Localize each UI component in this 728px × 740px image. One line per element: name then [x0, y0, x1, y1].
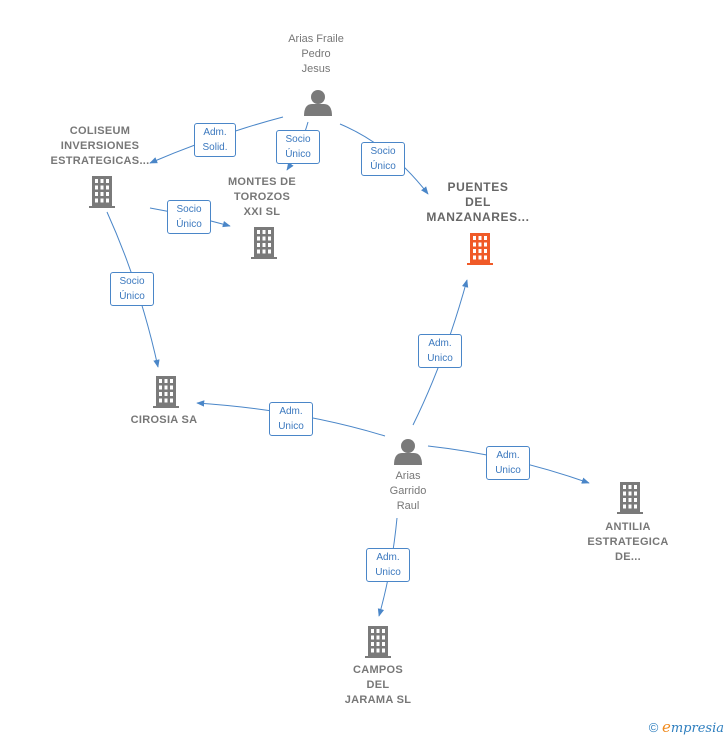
edge-badge-coliseum-montes[interactable]: Socio Único: [167, 200, 211, 234]
edge-badge-garrido-cirosia[interactable]: Adm. Unico: [269, 402, 313, 436]
node-label-arias-fraile[interactable]: Arias Fraile Pedro Jesus: [288, 33, 344, 75]
edge-badge-coliseum-cirosia[interactable]: Socio Único: [110, 272, 154, 306]
person-icon[interactable]: [304, 90, 332, 116]
edge-badge-fraile-puentes[interactable]: Socio Único: [361, 142, 405, 176]
edge-badge-fraile-coliseum[interactable]: Adm. Solid.: [194, 123, 236, 157]
building-icon[interactable]: [89, 176, 115, 208]
person-icon[interactable]: [394, 439, 422, 465]
node-label-cirosia[interactable]: CIROSIA SA: [130, 414, 198, 426]
node-label-montes[interactable]: MONTES DE TOROZOS XXI SL: [227, 176, 297, 218]
edge-badge-garrido-antilia[interactable]: Adm. Unico: [486, 446, 530, 480]
node-label-puentes[interactable]: PUENTES DEL MANZANARES...: [426, 180, 530, 224]
node-label-arias-garrido[interactable]: Arias Garrido Raul: [389, 470, 427, 512]
node-label-coliseum[interactable]: COLISEUM INVERSIONES ESTRATEGICAS...: [50, 125, 150, 167]
building-icon[interactable]: [251, 227, 277, 259]
copyright-symbol: ©: [648, 720, 659, 735]
edge-badge-garrido-puentes[interactable]: Adm. Unico: [418, 334, 462, 368]
footer-brand: © empresia: [649, 718, 724, 736]
node-label-antilia[interactable]: ANTILIA ESTRATEGICA DE...: [587, 521, 669, 563]
building-icon[interactable]: [153, 376, 179, 408]
node-label-campos[interactable]: CAMPOS DEL JARAMA SL: [344, 664, 412, 706]
building-icon[interactable]: [467, 233, 493, 265]
building-icon[interactable]: [365, 626, 391, 658]
edge-badge-fraile-montes[interactable]: Socio Único: [276, 130, 320, 164]
building-icon[interactable]: [617, 482, 643, 514]
edge-badge-garrido-campos[interactable]: Adm. Unico: [366, 548, 410, 582]
brand-logo: empresia: [661, 718, 724, 736]
